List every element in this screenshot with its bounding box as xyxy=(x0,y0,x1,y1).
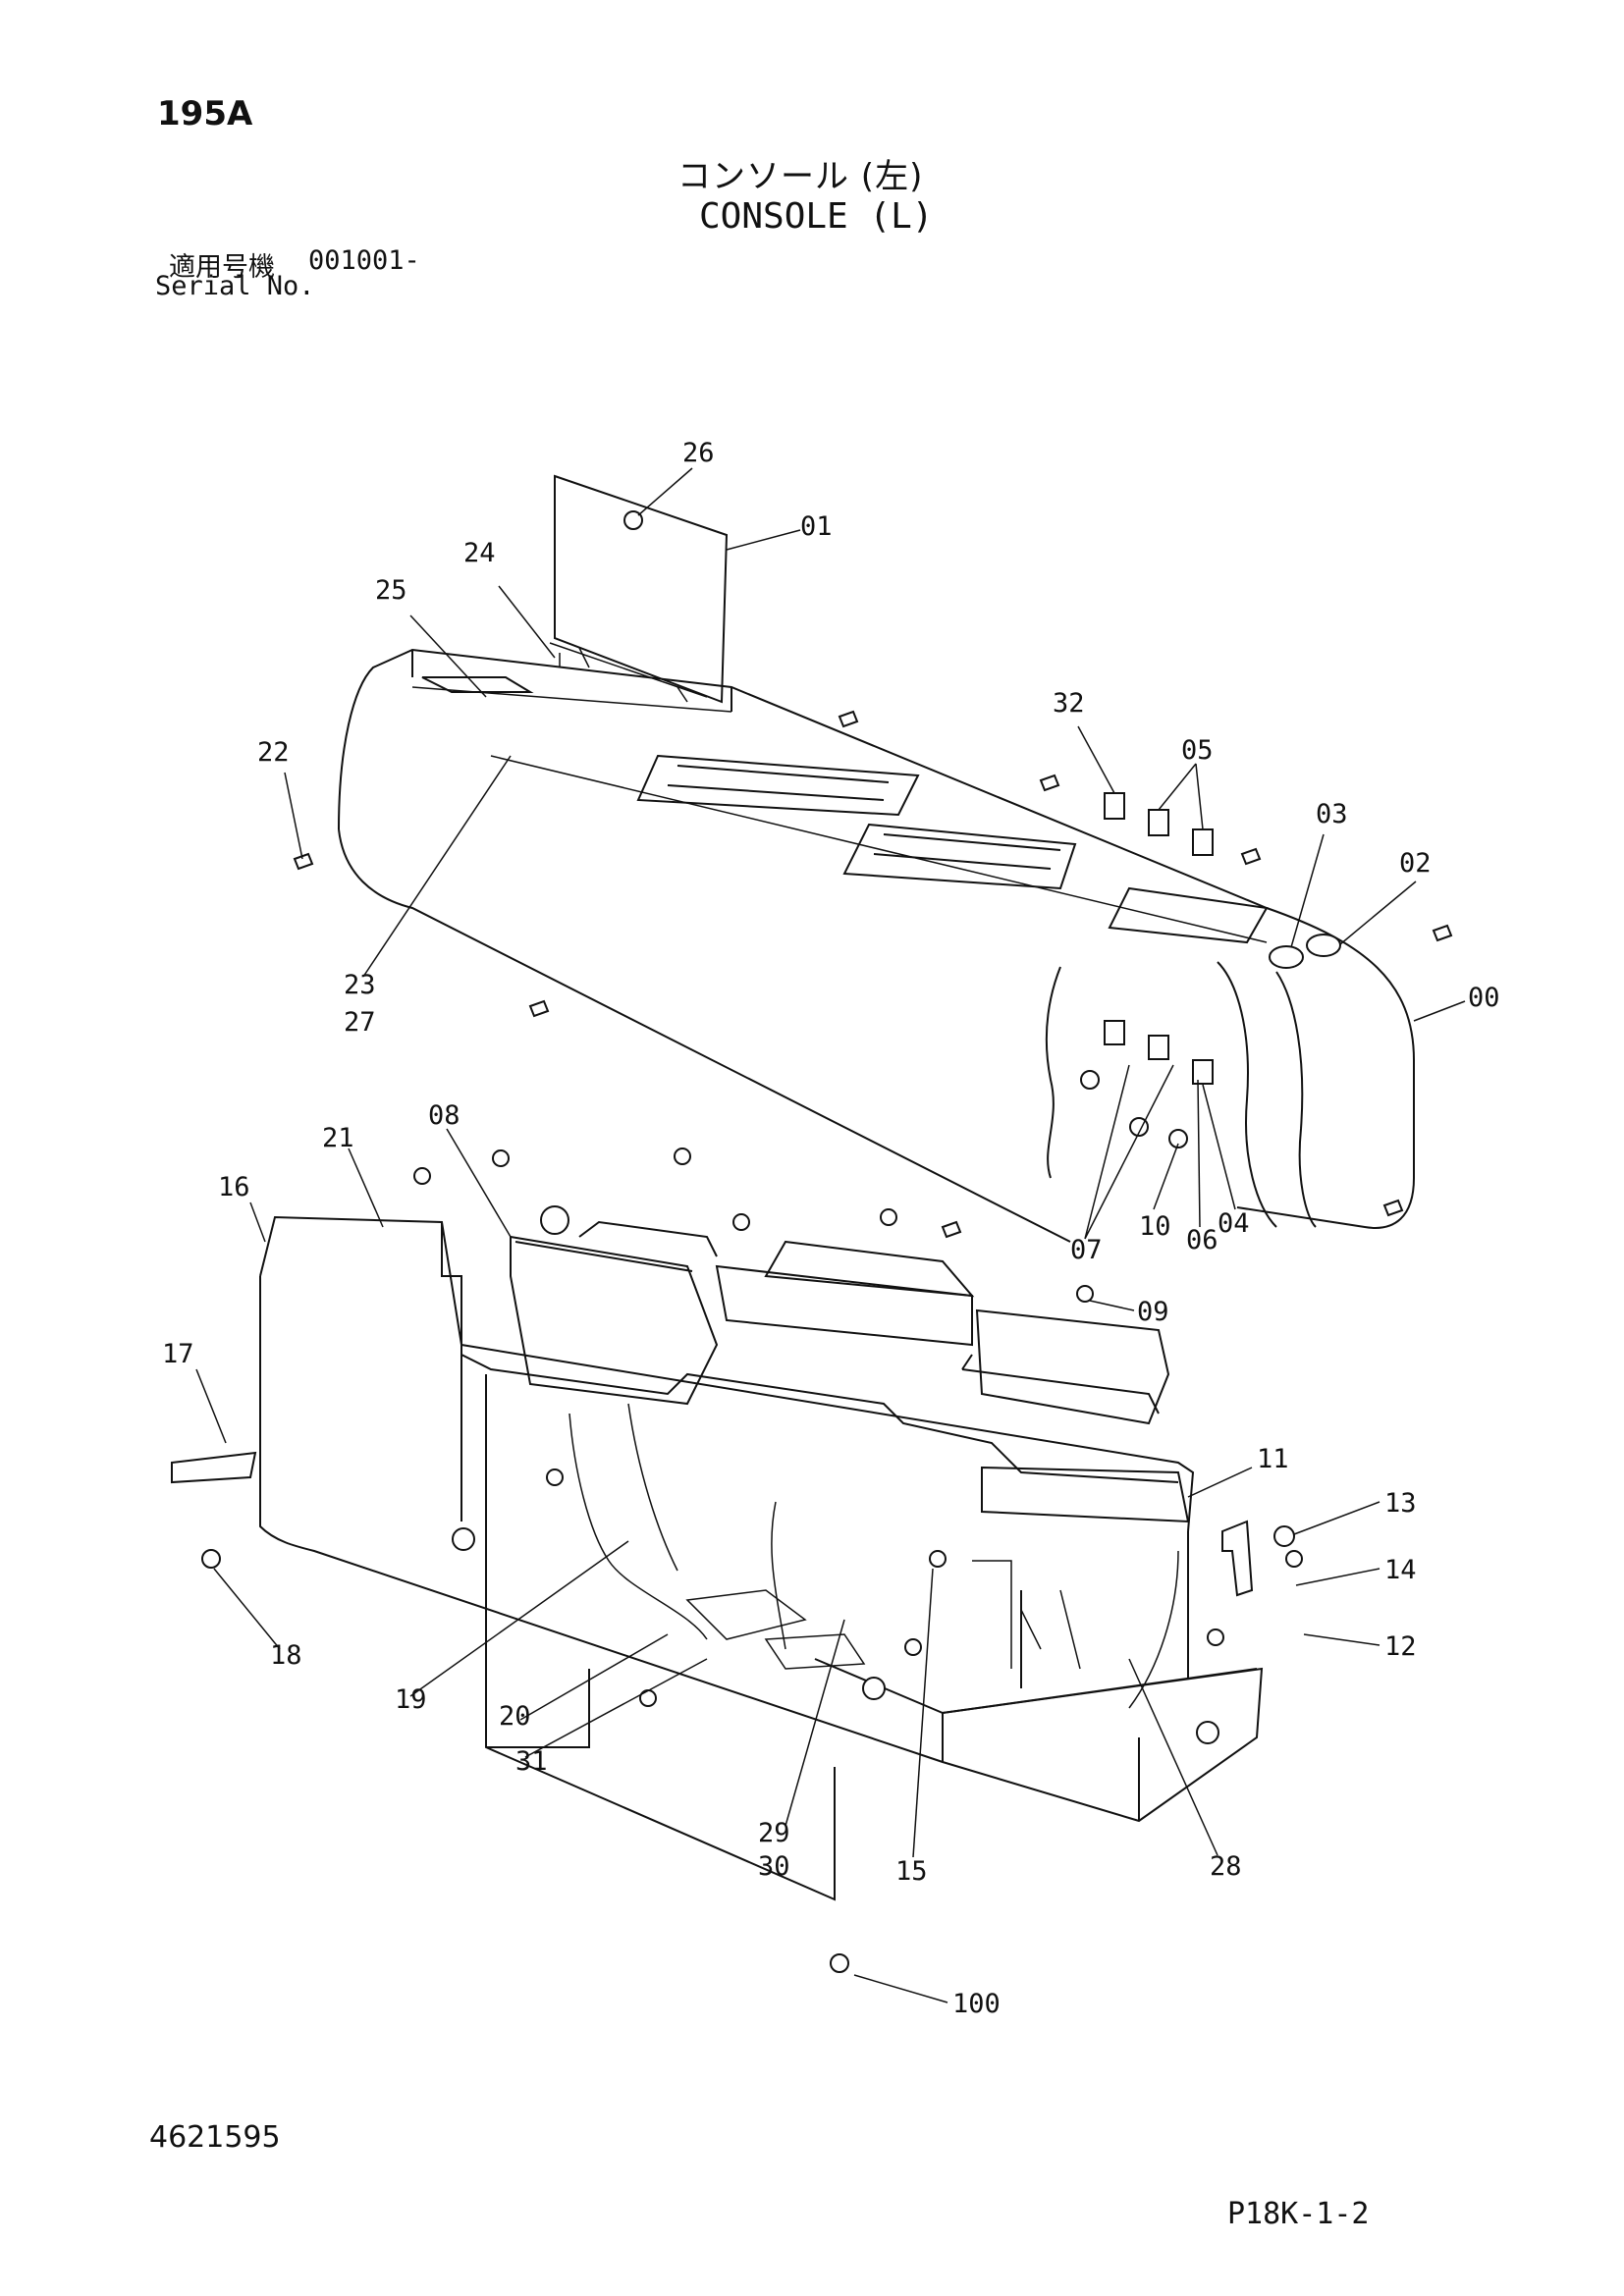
callout-100: 100 xyxy=(952,1989,1001,2019)
callout-19: 19 xyxy=(395,1684,427,1715)
title-japanese: コンソール (左) xyxy=(677,157,924,196)
callout-09: 09 xyxy=(1137,1297,1169,1327)
callout-25: 25 xyxy=(375,575,407,606)
callout-08: 08 xyxy=(428,1100,460,1131)
callout-04: 04 xyxy=(1218,1208,1250,1239)
fasteners xyxy=(201,710,1453,1973)
callout-32: 32 xyxy=(1053,688,1085,719)
callout-16: 16 xyxy=(218,1172,250,1202)
brackets xyxy=(171,1451,1295,1597)
callout-14: 14 xyxy=(1384,1555,1417,1585)
callout-02: 02 xyxy=(1399,848,1432,879)
page-number: 195A xyxy=(157,94,253,133)
callout-20: 20 xyxy=(499,1701,531,1732)
serial-range: 001001- xyxy=(308,245,420,276)
callout-26: 26 xyxy=(682,438,715,468)
callout-06: 06 xyxy=(1186,1225,1218,1255)
callout-13: 13 xyxy=(1384,1488,1417,1519)
callout-22: 22 xyxy=(257,737,290,768)
console-box xyxy=(259,1205,1264,1901)
callout-00: 00 xyxy=(1468,983,1500,1013)
callout-11: 11 xyxy=(1257,1444,1289,1474)
callout-24: 24 xyxy=(463,538,496,568)
callout-17: 17 xyxy=(162,1339,194,1369)
title-english: CONSOLE (L) xyxy=(699,196,934,237)
callout-03: 03 xyxy=(1316,799,1348,829)
callout-23: 23 xyxy=(344,970,376,1000)
callout-30: 30 xyxy=(758,1851,790,1882)
console-cover xyxy=(338,648,1415,1243)
serial-label-japanese: 適用号機 xyxy=(169,252,275,283)
callout-10: 10 xyxy=(1139,1211,1171,1242)
leader-lines xyxy=(195,467,1466,2003)
callout-05: 05 xyxy=(1181,735,1214,766)
callout-18: 18 xyxy=(270,1640,302,1671)
sheet-reference: P18K-1-2 xyxy=(1227,2197,1370,2231)
callout-15: 15 xyxy=(895,1856,928,1887)
callout-07: 07 xyxy=(1070,1235,1103,1265)
callout-28: 28 xyxy=(1210,1851,1242,1882)
document-number: 4621595 xyxy=(149,2120,281,2155)
callout-29: 29 xyxy=(758,1818,790,1848)
callout-31: 31 xyxy=(515,1746,548,1777)
lid-panel xyxy=(549,474,729,704)
callout-12: 12 xyxy=(1384,1631,1417,1662)
callout-01: 01 xyxy=(800,511,833,542)
callout-27: 27 xyxy=(344,1007,376,1038)
callout-labels: 26 01 24 25 22 32 05 03 02 00 23 27 08 2… xyxy=(162,438,1500,2019)
serial-label-english: Serial No. xyxy=(155,271,315,301)
callout-21: 21 xyxy=(322,1123,354,1153)
